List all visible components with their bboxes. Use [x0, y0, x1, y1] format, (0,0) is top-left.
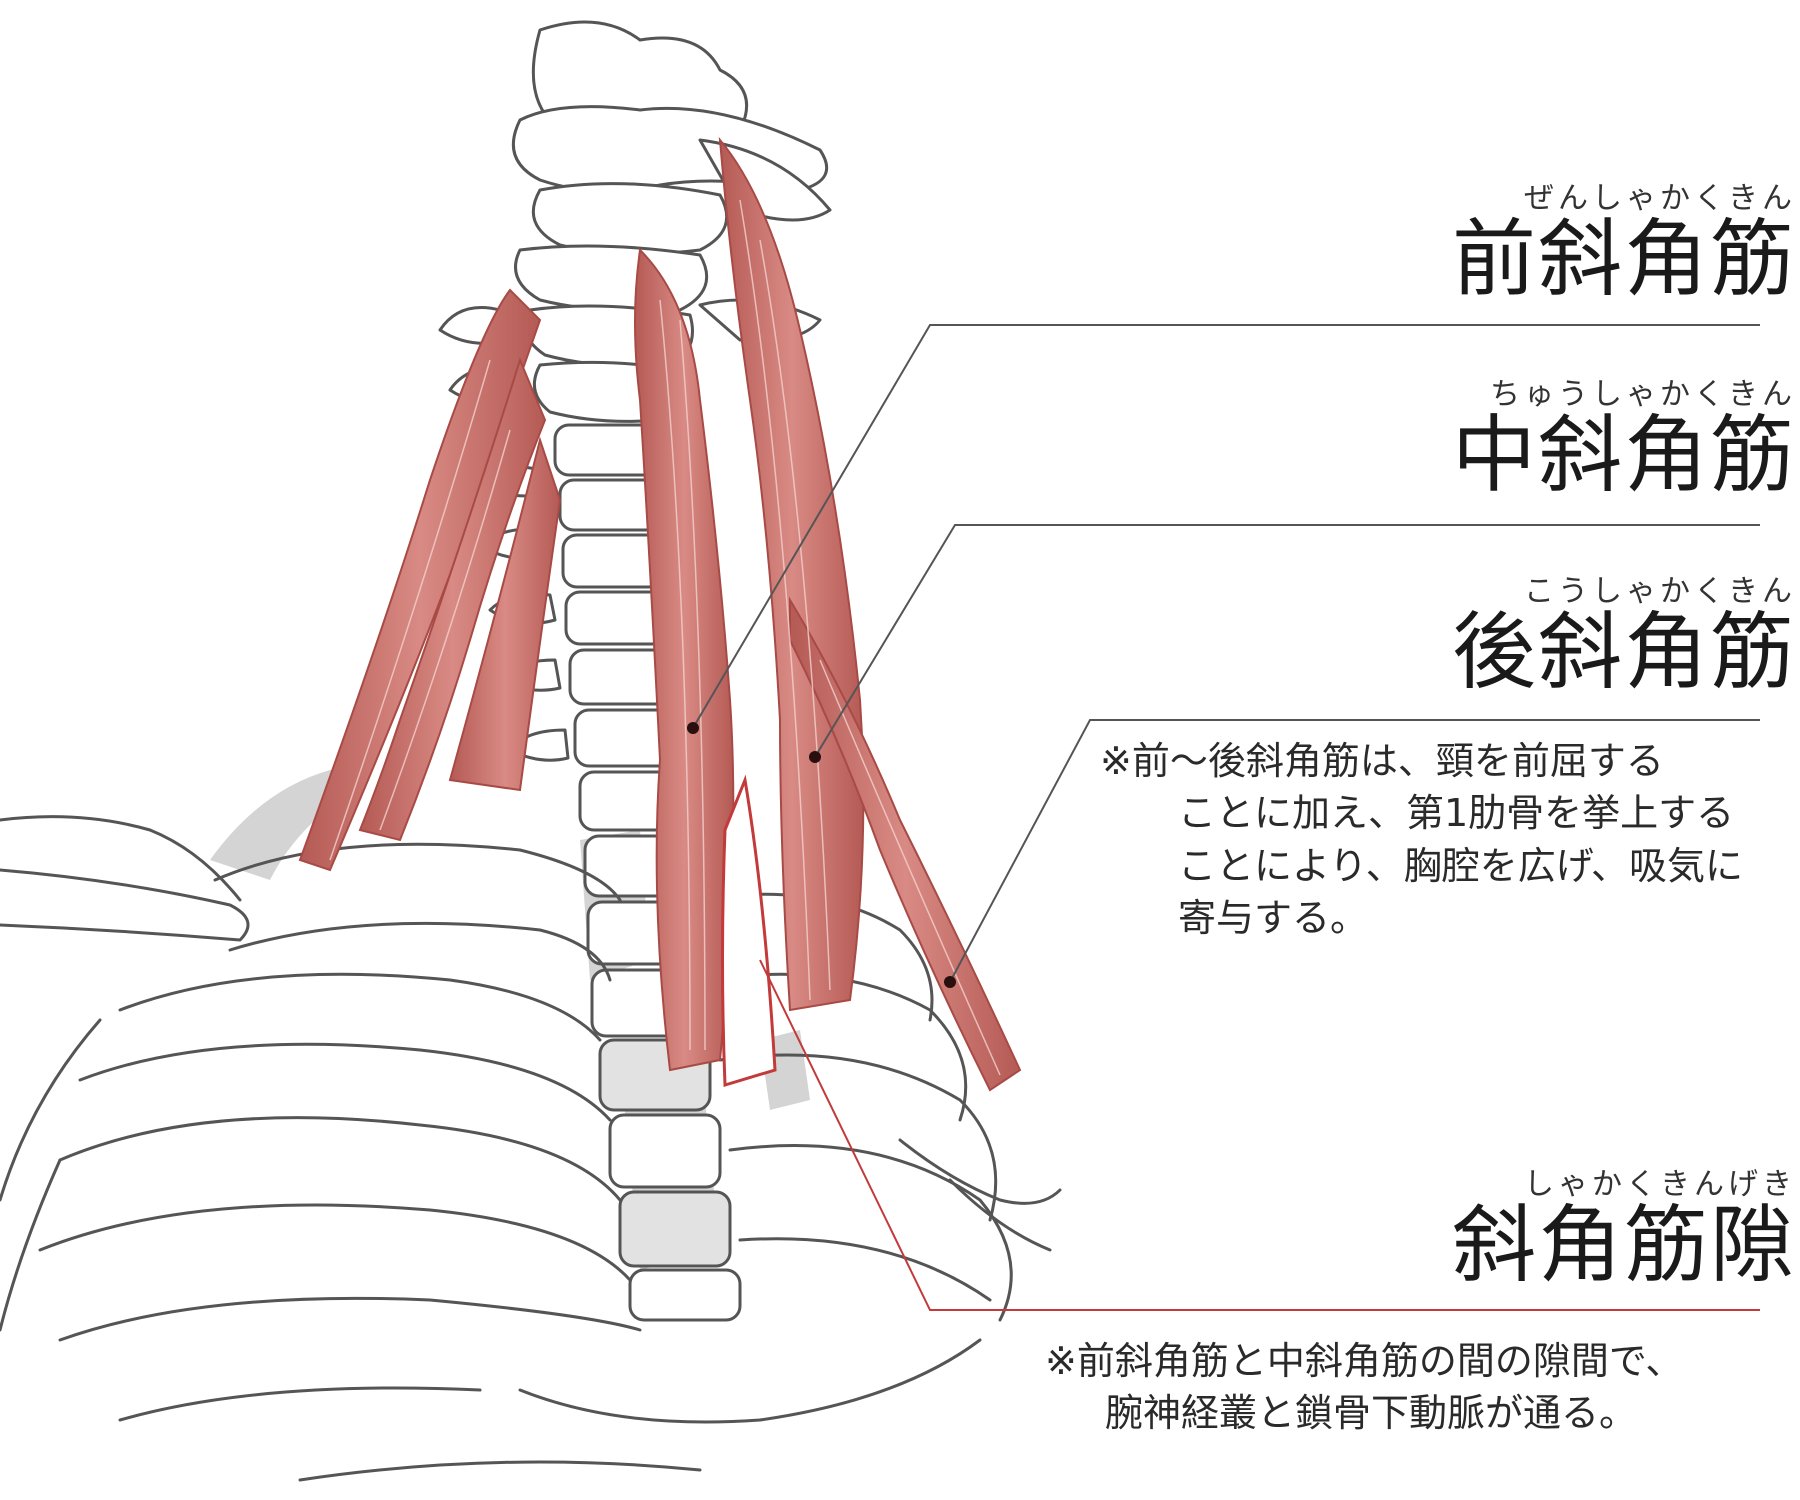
- leader-posterior: [949, 719, 1760, 983]
- note-function-line-1: ※前～後斜角筋は、頸を前屈する: [1100, 739, 1664, 783]
- note-function-line-3: ことにより、胸腔を広げ、吸気に: [1178, 843, 1744, 888]
- label-middle-ruby: ちゅうしゃかくきん: [1490, 377, 1796, 412]
- label-gap-ruby: しゃかくきんげき: [1524, 1167, 1796, 1202]
- leader-lines: [692, 324, 1760, 983]
- label-posterior-name: 後斜角筋: [1451, 603, 1796, 701]
- dot-posterior: [944, 976, 956, 988]
- posterior-scalene-left: [298, 288, 562, 872]
- label-posterior-ruby: こうしゃかくきん: [1524, 574, 1796, 609]
- muscle-fibres: [329, 199, 1001, 1076]
- label-gap-name: 斜角筋隙: [1451, 1196, 1796, 1294]
- label-anterior-scalene: ぜんしゃかくきん 前斜角筋: [1452, 182, 1796, 303]
- note-function-line-2: ことに加え、第1肋骨を挙上する: [1178, 791, 1735, 836]
- rib-cage: [0, 815, 1062, 1482]
- anterior-scalene: [634, 247, 735, 1072]
- note-function: ※前～後斜角筋は、頸を前屈する ことに加え、第1肋骨を挙上する ことにより、胸腔…: [1100, 735, 1743, 945]
- label-anterior-name: 前斜角筋: [1451, 210, 1796, 308]
- label-posterior-scalene: こうしゃかくきん 後斜角筋: [1452, 575, 1796, 696]
- dot-anterior: [687, 722, 699, 734]
- note-gap-line-1: ※前斜角筋と中斜角筋の間の隙間で、: [1045, 1339, 1684, 1383]
- note-function-line-4: 寄与する。: [1178, 896, 1369, 941]
- dot-middle: [809, 751, 821, 763]
- leader-anterior: [692, 324, 1760, 729]
- label-middle-name: 中斜角筋: [1451, 406, 1796, 504]
- label-anterior-ruby: ぜんしゃかくきん: [1524, 181, 1796, 216]
- leader-middle: [814, 524, 1760, 758]
- middle-scalene: [718, 136, 865, 1012]
- leader-dots: [687, 722, 956, 988]
- leader-gap: [759, 959, 1760, 1311]
- note-gap-line-2: 腕神経叢と鎖骨下動脈が通る。: [1105, 1391, 1638, 1436]
- posterior-scalene-right: [789, 596, 1022, 1092]
- note-gap: ※前斜角筋と中斜角筋の間の隙間で、 腕神経叢と鎖骨下動脈が通る。: [1045, 1335, 1683, 1440]
- label-middle-scalene: ちゅうしゃかくきん 中斜角筋: [1452, 378, 1796, 499]
- label-scalene-gap: しゃかくきんげき 斜角筋隙: [1452, 1168, 1796, 1289]
- scalene-gap-outline: [721, 774, 777, 1087]
